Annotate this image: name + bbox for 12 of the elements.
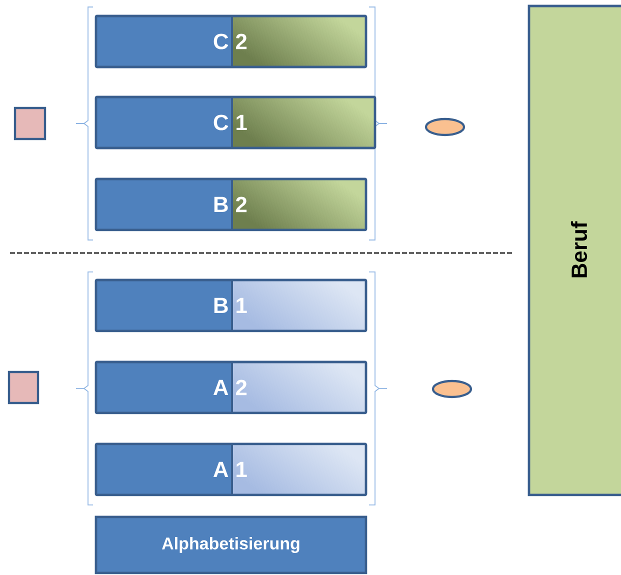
oval xyxy=(432,380,472,398)
split-bar: B 1 xyxy=(94,278,368,332)
split-bar: A 2 xyxy=(94,360,368,414)
label-box: Alphabetisierung xyxy=(94,516,368,574)
split-bar: A 1 xyxy=(94,442,368,496)
split-bar: B 2 xyxy=(94,178,368,232)
split-bar: C 1 xyxy=(94,96,376,150)
side-box: Beruf xyxy=(528,4,621,496)
square xyxy=(14,106,46,140)
split-bar: C 2 xyxy=(94,14,368,68)
square xyxy=(8,370,40,404)
oval xyxy=(424,118,466,136)
